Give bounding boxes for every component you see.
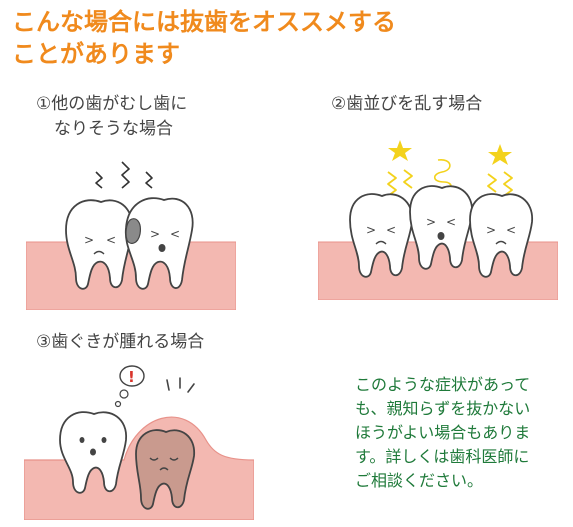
case-1-illustration: > < > < [26,161,236,310]
note-line-2: も、親知らずを抜かない [355,399,531,418]
case-3-label: ③歯ぐきが腫れる場合 [36,330,204,355]
star-icon [388,140,412,161]
title-line-1: こんな場合には抜歯をオススメする [12,8,396,36]
note-line-5: ご相談ください。 [355,471,484,490]
case-1-label: ①他の歯がむし歯に なりそうな場合 [36,92,187,142]
swelling-lines-icon [166,377,195,393]
note-line-3: ほうがよい場合もありま [355,423,531,442]
normal-tooth [59,411,127,494]
decayed-tooth: > < [124,197,194,290]
case-2-label-line-1: ②歯並びを乱す場合 [331,94,483,114]
svg-text:<: < [386,223,396,237]
advice-note: このような症状があって も、親知らずを抜かない ほうがよい場合もありま す。詳し… [355,373,570,493]
case-3-illustration: ! [24,365,254,520]
normal-tooth: > < [409,185,473,270]
swollen-tooth [135,429,195,510]
title-line-2: ことがあります [12,40,180,68]
svg-text:<: < [506,223,516,237]
case-1-label-line-1: ①他の歯がむし歯に [36,94,188,114]
svg-text:<: < [106,233,116,247]
zigzag-pain-icon [387,169,513,197]
case-2-illustration: > < > < > < [318,140,558,300]
thought-bubble-icon: ! [114,365,145,408]
svg-text:<: < [170,227,180,241]
svg-text:>: > [486,223,496,237]
note-line-4: す。詳しくは歯科医師に [355,447,530,466]
star-icon [488,144,512,165]
svg-text:>: > [366,223,376,237]
note-line-1: このような症状があって [355,375,531,394]
page-title: こんな場合には抜歯をオススメする ことがあります [12,6,396,70]
bubble-exclamation: ! [128,368,135,386]
svg-text:>: > [150,227,160,241]
svg-text:<: < [446,215,456,229]
svg-text:>: > [426,215,436,229]
case-3-label-line-1: ③歯ぐきが腫れる場合 [36,332,205,352]
case-2-label: ②歯並びを乱す場合 [331,92,482,117]
zigzag-pain-icon [95,161,153,189]
normal-tooth: > < [65,199,133,290]
svg-text:>: > [84,233,94,247]
case-1-label-line-2: なりそうな場合 [54,119,173,139]
normal-tooth: > < [349,193,413,278]
normal-tooth: > < [469,193,533,278]
